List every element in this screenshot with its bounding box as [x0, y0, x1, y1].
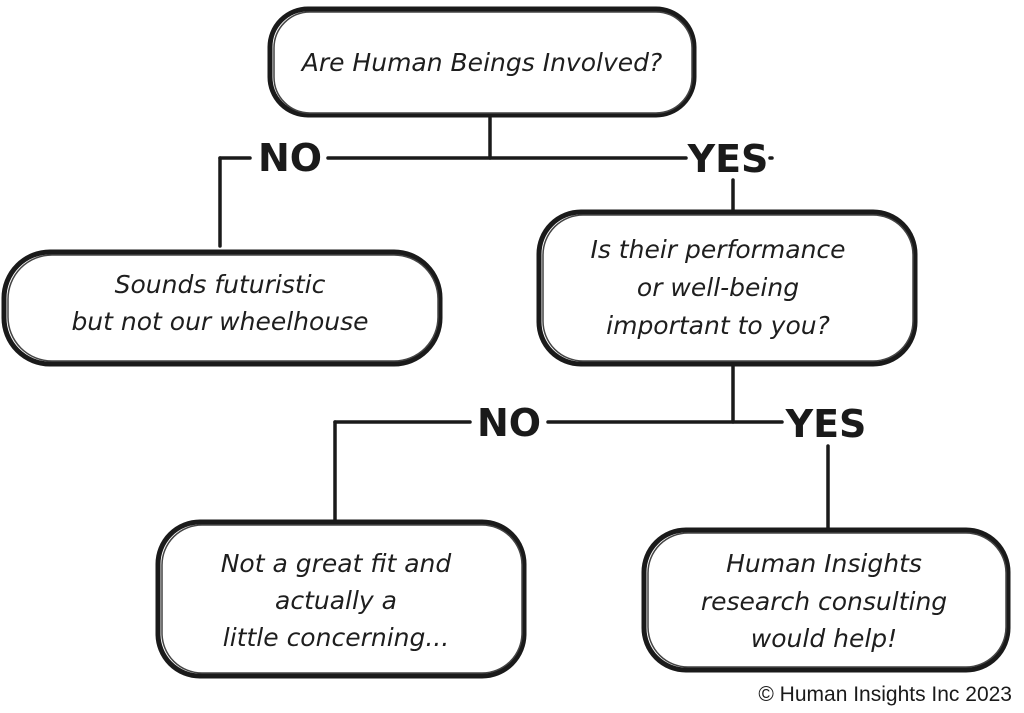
root-question-node: Are Human Beings Involved? [267, 6, 697, 118]
concern-outcome-line-1: Not a great fit and [221, 549, 452, 578]
branch2-no-label: NO [477, 401, 541, 445]
concern-outcome-node: Not a great fit and actually a little co… [155, 519, 527, 679]
no-outcome-line-2: but not our wheelhouse [71, 307, 368, 336]
concern-outcome-line-3: little concerning... [223, 623, 449, 652]
branch1-no-label: NO [258, 136, 322, 180]
connector-lines [218, 116, 830, 530]
branch2-yes-label: YES [785, 402, 867, 446]
second-question-line-1: Is their performance [590, 235, 845, 264]
help-outcome-line-3: would help! [751, 624, 897, 653]
second-question-line-2: or well-being [637, 273, 799, 302]
help-outcome-line-2: research consulting [701, 587, 947, 616]
root-question-text: Are Human Beings Involved? [300, 48, 663, 77]
help-outcome-node: Human Insights research consulting would… [641, 527, 1011, 673]
branch1-yes-label: YES [687, 137, 769, 181]
help-outcome-line-1: Human Insights [726, 549, 922, 578]
second-question-line-3: important to you? [606, 311, 830, 340]
no-outcome-node: Sounds futuristic but not our wheelhouse [1, 249, 443, 367]
no-outcome-line-1: Sounds futuristic [115, 270, 326, 299]
copyright-notice: © Human Insights Inc 2023 [758, 683, 1012, 706]
concern-outcome-line-2: actually a [275, 586, 397, 615]
second-question-node: Is their performance or well-being impor… [536, 209, 918, 367]
